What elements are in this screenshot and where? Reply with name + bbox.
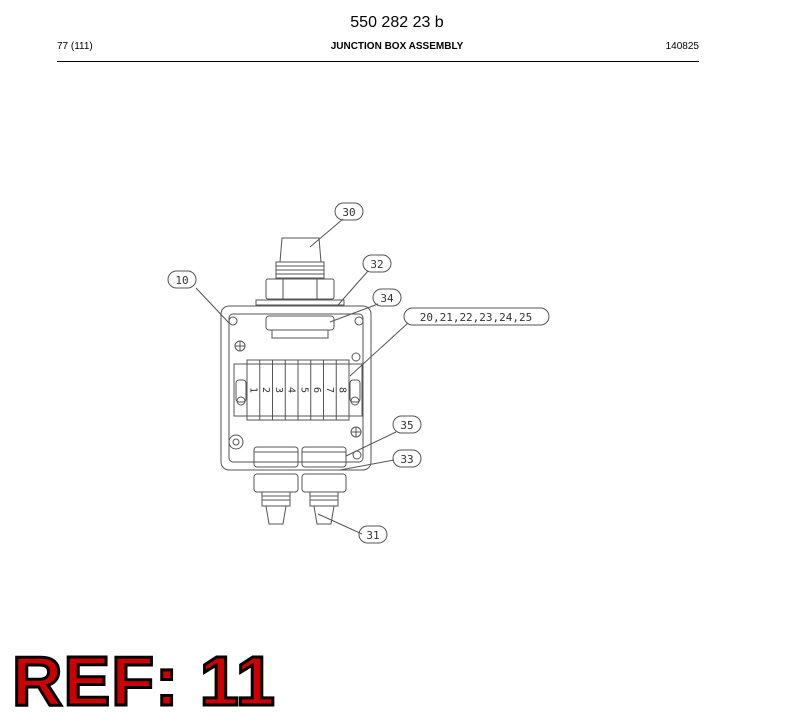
terminal-number: 4 [286, 387, 297, 393]
terminal-number: 6 [311, 387, 322, 393]
bottom-gland-nut-right [301, 446, 347, 468]
mounting-hole [228, 316, 238, 326]
terminal-number: 3 [273, 387, 284, 393]
bottom-gland-tip-right [313, 505, 335, 525]
top-gland-lower [271, 329, 329, 339]
bottom-gland-hex-left [253, 473, 299, 493]
header-rule [57, 61, 699, 62]
mounting-hole [228, 434, 244, 450]
terminal-number: 7 [324, 387, 335, 393]
bottom-gland-thread-right [309, 491, 339, 507]
document-number: 550 282 23 b [350, 14, 444, 31]
terminal-end-stop [349, 379, 361, 403]
callout-31-label: 31 [366, 529, 379, 542]
callout-10-label: 10 [175, 274, 188, 287]
junction-box-inner-frame [228, 313, 364, 463]
top-cable-gland-nut [279, 237, 322, 263]
callout-32-bubble [362, 254, 392, 273]
mounting-hole [354, 316, 364, 326]
top-gland-seal [265, 315, 335, 331]
top-gland-washer [255, 299, 345, 306]
callout-34-bubble [372, 288, 402, 307]
terminal-number: 8 [337, 387, 348, 393]
top-gland-hex-nut [265, 278, 335, 300]
callout-34-label: 34 [380, 292, 394, 305]
page-reference: 77 (111) [57, 41, 93, 52]
callout-33-bubble [392, 449, 422, 468]
callout-32-label: 32 [370, 258, 383, 271]
bottom-gland-tip-left [265, 505, 287, 525]
callout-31-bubble [358, 525, 388, 544]
terminal-number: 1 [247, 387, 258, 393]
callout-20-25-bubble [403, 307, 550, 326]
callout-30-bubble [334, 202, 364, 221]
bottom-gland-hex-right [301, 473, 347, 493]
junction-box-body [220, 305, 372, 471]
callout-33-label: 33 [400, 453, 413, 466]
date-code: 140825 [665, 41, 699, 52]
bottom-gland-thread-left [261, 491, 291, 507]
terminal-number: 2 [260, 387, 271, 393]
callout-30-label: 30 [342, 206, 355, 219]
screw-symbol [351, 352, 361, 362]
bottom-gland-nut-left [253, 446, 299, 468]
callout-20-25-label: 20,21,22,23,24,25 [420, 311, 533, 324]
terminal-number: 5 [298, 387, 309, 393]
callout-10-bubble [167, 270, 197, 289]
callout-35-label: 35 [400, 419, 413, 432]
reference-stamp: REF: 11 [11, 642, 277, 720]
document-title: JUNCTION BOX ASSEMBLY [330, 41, 464, 52]
mounting-hole-center [232, 438, 240, 446]
terminal-end-stop [235, 379, 247, 403]
callout-35-bubble [392, 415, 422, 434]
